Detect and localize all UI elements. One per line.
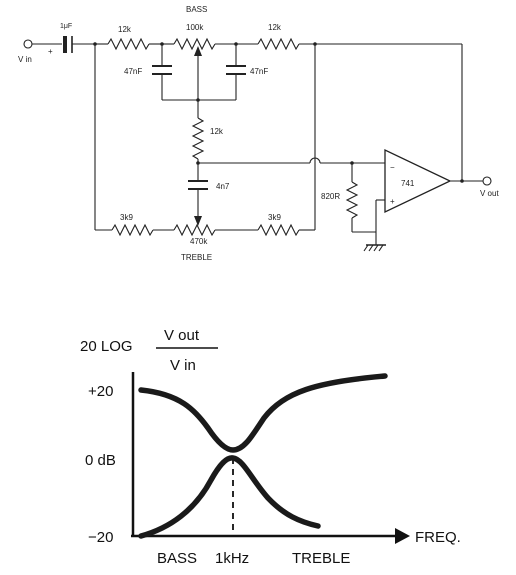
x-label-1khz: 1kHz xyxy=(215,550,249,567)
resistor-3k9-left xyxy=(111,223,154,237)
input-cap-label: 1μF xyxy=(60,23,72,30)
input-cap-plus: + xyxy=(48,47,53,56)
pot-treble-value: 470k xyxy=(190,237,208,246)
vout-label: V out xyxy=(480,189,499,198)
resistor-12k-mid xyxy=(191,117,205,160)
resistor-3k9-right xyxy=(257,223,300,237)
resistor-820r xyxy=(345,181,359,219)
c-bass-left-label: 47nF xyxy=(124,67,142,76)
tick-plus20: +20 xyxy=(88,383,113,400)
capacitor-4n7 xyxy=(188,180,208,190)
opamp-label: 741 xyxy=(401,179,415,188)
r-bass-right-label: 12k xyxy=(268,23,282,32)
capacitor-47nf-right xyxy=(226,65,246,75)
pot-treble-name: TREBLE xyxy=(181,253,212,262)
treble-wiper-arrow xyxy=(194,216,202,226)
r-treble-right-label: 3k9 xyxy=(268,213,281,222)
c-bass-right-label: 47nF xyxy=(250,67,268,76)
pot-treble xyxy=(173,223,216,237)
opamp-minus: − xyxy=(390,163,395,172)
boost-curve xyxy=(138,455,321,539)
ylabel-denominator: V in xyxy=(170,357,196,374)
r-bias-label: 820R xyxy=(321,192,340,201)
tick-minus20: −20 xyxy=(88,529,113,546)
x-axis-arrow xyxy=(395,528,410,544)
pot-bass xyxy=(173,37,216,51)
resistor-12k-right xyxy=(257,37,300,51)
r-treble-left-label: 3k9 xyxy=(120,213,133,222)
c-treble-label: 4n7 xyxy=(216,182,230,191)
schematic: V in 1μF + 12k 100k BASS 12k xyxy=(18,5,499,262)
r-bass-left-label: 12k xyxy=(118,25,132,34)
capacitor-47nf-left xyxy=(152,65,172,75)
response-graph: 20 LOG V out V in +20 0 dB −20 BASS 1kHz… xyxy=(80,327,461,567)
ylabel-numerator: V out xyxy=(164,327,200,344)
x-axis-label: FREQ. xyxy=(415,529,461,546)
input-capacitor xyxy=(63,36,73,53)
x-label-treble: TREBLE xyxy=(292,550,350,567)
ylabel-prefix: 20 LOG xyxy=(80,338,133,355)
x-label-bass: BASS xyxy=(157,550,197,567)
tick-0db: 0 dB xyxy=(85,452,116,469)
resistor-12k-left xyxy=(107,37,150,51)
pot-bass-name: BASS xyxy=(186,5,207,14)
ground-symbol xyxy=(363,244,386,252)
opamp-741 xyxy=(384,148,452,214)
cut-curve xyxy=(138,373,388,453)
pot-bass-value: 100k xyxy=(186,23,204,32)
opamp-plus: + xyxy=(390,197,395,206)
vin-label: V in xyxy=(18,55,32,64)
vin-terminal xyxy=(23,39,33,49)
r-mid-label: 12k xyxy=(210,127,224,136)
vout-terminal xyxy=(482,176,492,186)
